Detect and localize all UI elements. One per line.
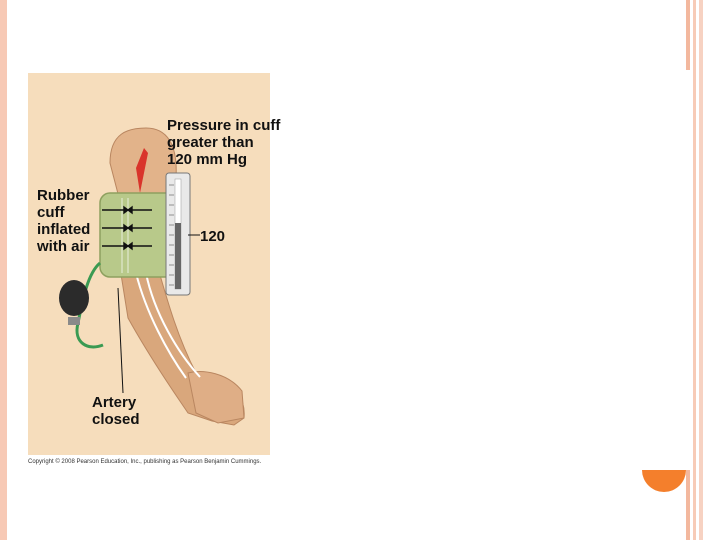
inflation-bulb [59,280,89,316]
label-pressure-in-cuff: Pressure in cuff greater than 120 mm Hg [167,117,280,168]
right-frame-bar-bottom [686,470,690,540]
left-frame-bar [0,0,7,540]
copyright-notice: Copyright © 2008 Pearson Education, Inc.… [28,459,261,465]
label-gauge-120: 120 [200,228,225,245]
slide-corner-accent [642,470,686,492]
mercury-column [175,223,181,289]
right-frame-bar-outer [699,0,703,540]
label-rubber-cuff: Rubber cuff inflated with air [37,187,90,255]
right-frame-bar-top [686,0,690,70]
artery-pointer [118,288,123,393]
label-artery-closed: Artery closed [92,394,140,428]
right-frame-bar [693,0,696,540]
